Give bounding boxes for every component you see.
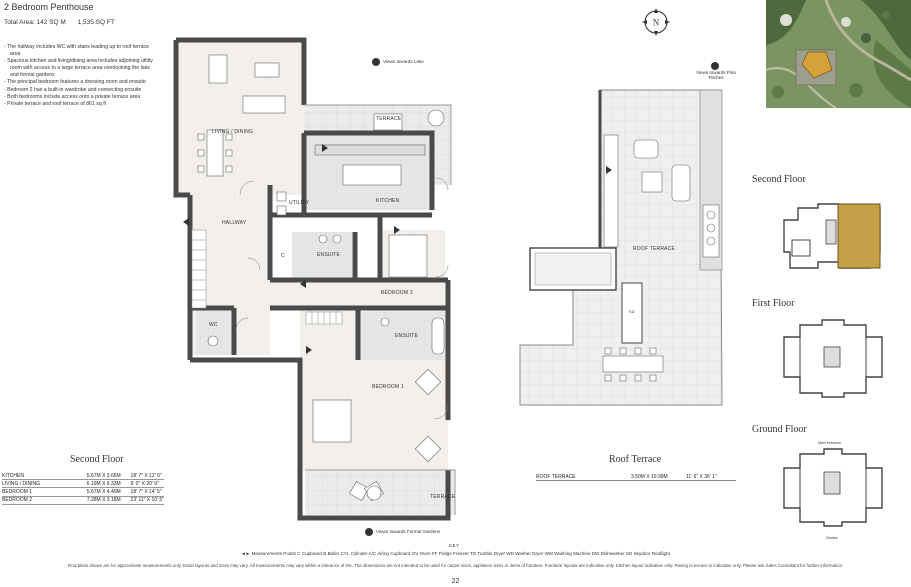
compass-icon: N <box>642 8 670 36</box>
views-lake-note: Views towards Lake <box>372 58 424 66</box>
feature-item: Spacious kitchen and living/dining area … <box>4 58 154 79</box>
furniture <box>197 54 445 501</box>
total-area: Total Area: 142 SQ M 1,535 SQ FT <box>4 19 115 26</box>
garden-note: Garden <box>826 536 838 540</box>
roof-skylight <box>621 282 643 344</box>
feature-item: Private terrace and roof terrace of 861 … <box>4 101 154 108</box>
page-number: 22 <box>451 578 460 585</box>
feature-item: Bedroom 2 has a built-in wardrobe and co… <box>4 87 154 94</box>
door-swings <box>235 177 449 420</box>
measurement-point <box>606 166 612 174</box>
roof-dimensions-table: ROOF TERRACE 3.50M X 10.99M 11' 6" X 36'… <box>536 473 736 482</box>
utility-label: UTILITY <box>289 200 310 206</box>
stairs-bedroom1 <box>305 311 343 325</box>
view-direction-icon <box>372 58 380 66</box>
aerial-site-image <box>766 0 911 108</box>
roof-terrace-label: ROOF TERRACE <box>633 246 676 252</box>
location-ground-title: Ground Floor <box>752 424 807 435</box>
key-title: KEY <box>449 543 460 548</box>
roof-terrace-title: Roof Terrace <box>609 454 662 465</box>
page-title: 2 Bedroom Penthouse <box>4 2 94 12</box>
terrace-bottom-edge <box>305 469 456 515</box>
wc-label: WC <box>209 322 218 328</box>
roof-terrace-plan <box>519 89 723 406</box>
ensuite2-label: ENSUITE <box>395 333 419 339</box>
feature-list: The hallway includes WC with stairs lead… <box>4 44 154 108</box>
walls <box>173 37 451 521</box>
living-label: LIVING / DINING <box>212 129 254 135</box>
terrace-top-label: TERRACE <box>376 116 402 122</box>
living-floor <box>176 40 304 195</box>
second-floor-plan <box>173 37 456 521</box>
location-first-title: First Floor <box>752 298 795 309</box>
location-ground-plan <box>783 448 883 527</box>
terrace-bottom-label: TERRACE <box>430 494 456 500</box>
measurement-points <box>183 144 400 354</box>
bedroom1-label: BEDROOM 1 <box>372 384 404 390</box>
ensuite1-label: ENSUITE <box>317 252 341 258</box>
bedroom2-label: BEDROOM 2 <box>381 290 413 296</box>
location-second-plan <box>783 203 881 269</box>
view-direction-icon <box>710 62 719 70</box>
hallway-label: HALLWAY <box>222 220 247 226</box>
stairs <box>191 229 207 309</box>
main-entrance-note: Main Entrance <box>818 441 842 445</box>
feature-item: The hallway includes WC with stairs lead… <box>4 44 154 58</box>
disclaimer: Floorplans shown are for approximate mea… <box>67 563 844 568</box>
aerial-illustration <box>766 0 911 108</box>
roof-furniture <box>602 134 720 382</box>
views-gardens-note: Views towards Formal Gardens <box>365 528 440 536</box>
views-polo-note: Views towards Polo Pitches <box>694 62 738 80</box>
kitchen-label: KITCHEN <box>376 198 400 204</box>
cupboard-label: C <box>281 253 285 259</box>
wc-floor <box>196 310 234 355</box>
view-direction-icon <box>365 528 373 536</box>
feature-item: Both bedrooms include access onto a priv… <box>4 94 154 101</box>
second-floor-title: Second Floor <box>70 454 124 465</box>
key-legend: ◄► Measurements Points C Cupboard B Boil… <box>241 551 670 556</box>
compass-letter: N <box>653 18 660 28</box>
feature-item: The principal bedroom features a dressin… <box>4 79 154 86</box>
table-row: ROOF TERRACE 3.50M X 10.99M 11' 6" X 36'… <box>536 473 736 482</box>
location-second-title: Second Floor <box>752 174 806 185</box>
skydoor-label: SD <box>629 310 635 314</box>
terrace-top-edge <box>304 104 452 185</box>
location-first-plan <box>783 319 883 398</box>
